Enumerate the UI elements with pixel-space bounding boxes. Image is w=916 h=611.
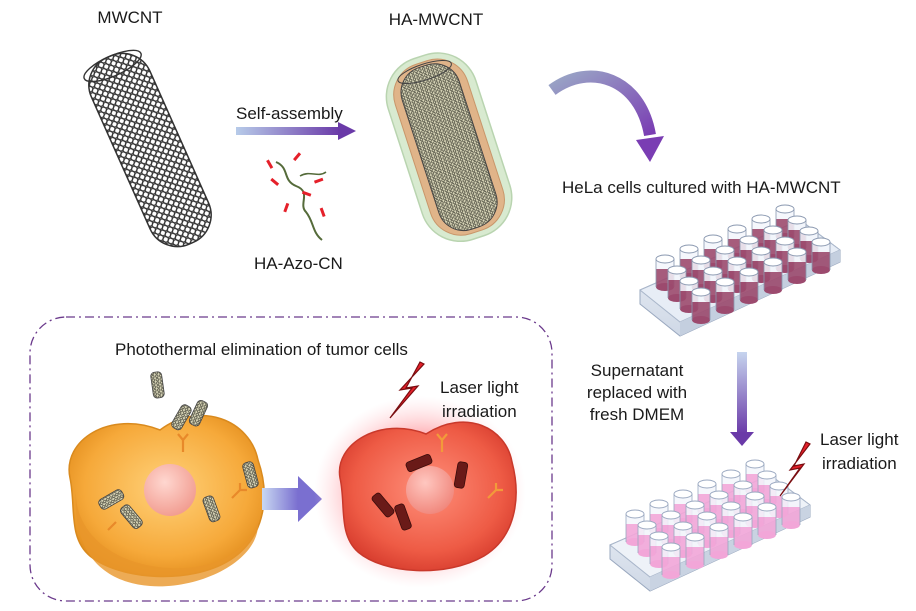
- cell-transition-arrow: [262, 476, 322, 522]
- supernatant-line-3: fresh DMEM: [589, 405, 685, 424]
- laser-label-right-2: irradiation: [822, 454, 897, 473]
- well: [691, 287, 711, 324]
- polymer-chain-icon: [266, 152, 327, 241]
- well: [709, 522, 729, 559]
- well: [661, 542, 681, 579]
- nanotube-icon: [83, 49, 212, 248]
- coated-nanotube-icon: [385, 52, 513, 243]
- laser-label-box-2: irradiation: [442, 402, 517, 421]
- well: [787, 247, 807, 284]
- well-plate-icon: [609, 459, 811, 592]
- cell-icon: [314, 396, 526, 588]
- well: [715, 277, 735, 314]
- nucleus: [144, 464, 196, 516]
- photothermal-title: Photothermal elimination of tumor cells: [115, 340, 408, 359]
- well: [811, 237, 831, 274]
- self-assembly-label: Self-assembly: [236, 104, 343, 123]
- well: [763, 257, 783, 294]
- well: [781, 492, 801, 529]
- well: [739, 267, 759, 304]
- supernatant-line-2: replaced with: [586, 383, 688, 402]
- supernatant-line-1: Supernatant: [590, 361, 684, 380]
- laser-label-right-1: Laser light: [820, 430, 899, 449]
- well-plate-icon: [639, 204, 841, 337]
- ha-azo-cn-label: HA-Azo-CN: [254, 254, 343, 273]
- self-assembly-arrow: [236, 122, 356, 140]
- well: [685, 532, 705, 569]
- photothermal-box: [29, 316, 553, 602]
- curved-arrow: [548, 70, 664, 162]
- nucleus: [406, 466, 454, 514]
- down-arrow: [730, 352, 754, 446]
- well: [733, 512, 753, 549]
- lightning-icon: [389, 361, 425, 419]
- laser-label-box-1: Laser light: [440, 378, 519, 397]
- lightning-icon: [779, 441, 811, 497]
- ha-mwcnt-label: HA-MWCNT: [388, 10, 484, 29]
- hela-label: HeLa cells cultured with HA-MWCNT: [562, 178, 841, 197]
- mwcnt-label: MWCNT: [97, 8, 163, 27]
- well: [757, 502, 777, 539]
- cell-icon: [68, 371, 265, 587]
